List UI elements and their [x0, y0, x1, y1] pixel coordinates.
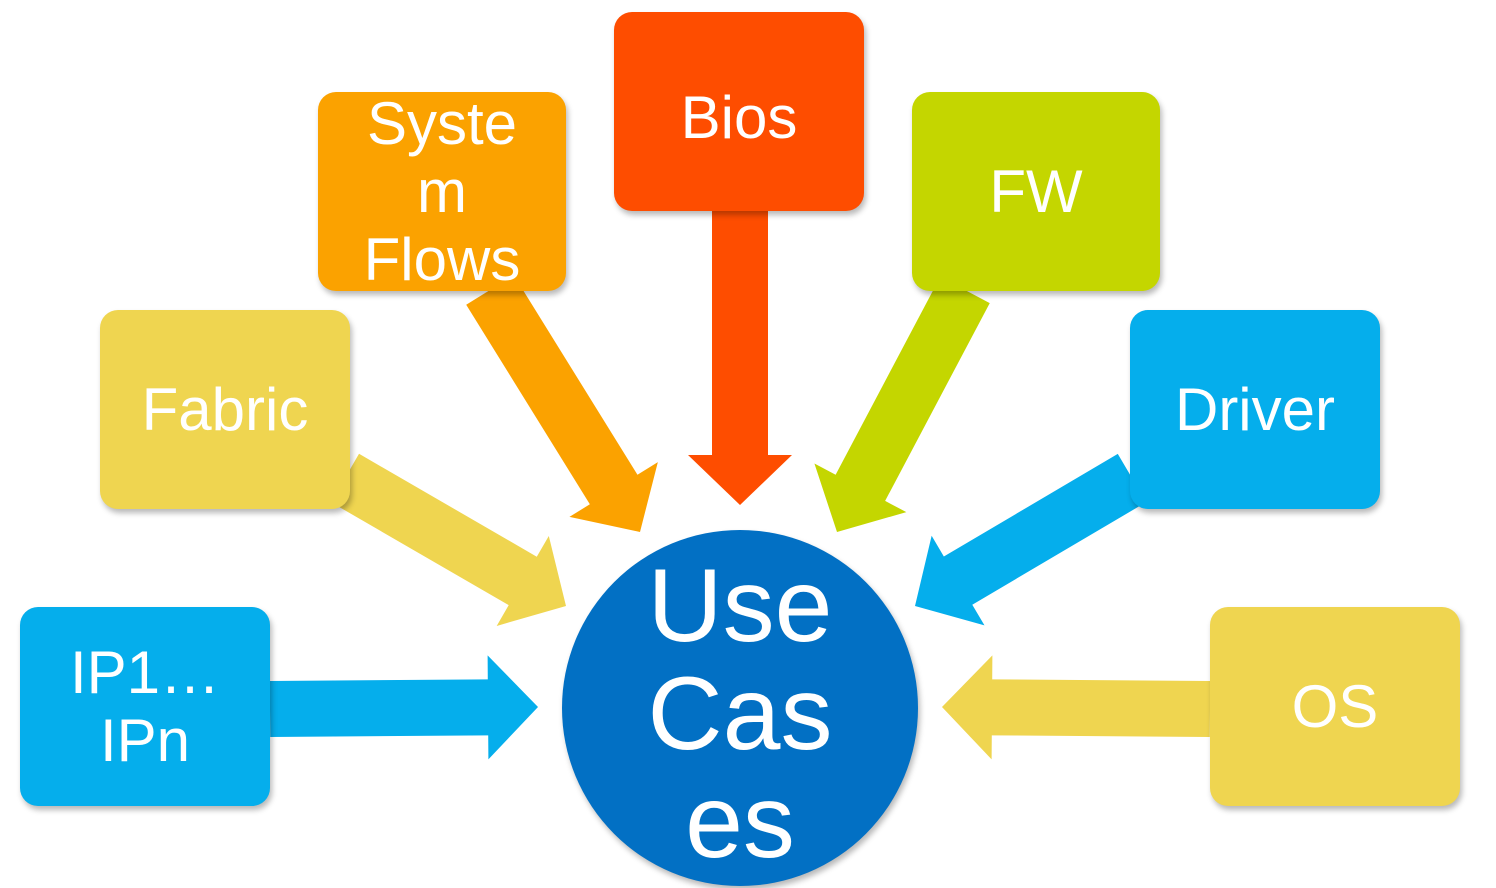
arrow-ip-to-hub [269, 655, 538, 760]
arrow-os-to-hub [942, 655, 1211, 760]
node-ip-label: IP1… IPn [69, 638, 221, 774]
arrow-driver-to-hub [915, 453, 1147, 626]
hub-use-cases: Use Cas es [562, 530, 918, 886]
node-system-flows: Syste m Flows [318, 89, 566, 293]
node-fabric-label: Fabric [141, 375, 309, 443]
arrow-bios-to-hub [688, 211, 792, 505]
arrow-fabric-to-hub [330, 453, 566, 626]
node-bios-label: Bios [680, 84, 798, 151]
node-driver: Driver [1130, 310, 1380, 509]
node-driver-label: Driver [1175, 375, 1335, 443]
hub-label: Use Cas es [647, 548, 833, 880]
node-fw-label: FW [989, 157, 1083, 225]
node-ip: IP1… IPn [20, 607, 270, 806]
node-fabric: Fabric [100, 310, 350, 509]
arrow-system-flows-to-hub [466, 275, 658, 532]
arrow-fw-to-hub [814, 276, 990, 532]
node-os-label: OS [1291, 672, 1379, 740]
node-fw: FW [912, 92, 1160, 291]
node-bios: Bios [614, 12, 864, 211]
node-os: OS [1210, 607, 1460, 806]
node-system-flows-label: Syste m Flows [363, 89, 521, 293]
